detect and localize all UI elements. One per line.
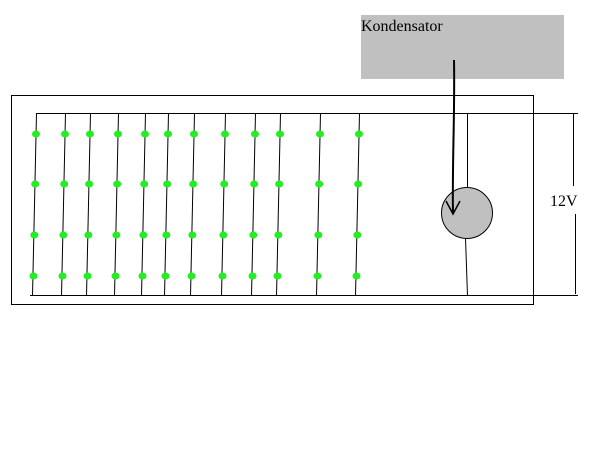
led-column-wire [86, 112, 91, 297]
led [190, 130, 198, 138]
capacitor-symbol [441, 187, 493, 239]
pointer-arrow-head [445, 200, 461, 216]
led-column-wire [221, 112, 226, 297]
led-column-wire [355, 112, 360, 297]
led-column-wire [276, 112, 281, 297]
led-column-wire [141, 112, 146, 297]
led [275, 180, 284, 188]
voltage-label: 12V [550, 193, 578, 210]
led [83, 272, 92, 280]
led [29, 272, 38, 280]
led-column-wire [316, 112, 321, 297]
led [313, 272, 322, 280]
led [85, 180, 94, 188]
led [187, 272, 196, 280]
led-column-wire [251, 112, 256, 297]
led-column-wire [32, 112, 37, 297]
capacitor-bottom-lead [465, 237, 468, 297]
led [114, 130, 122, 138]
led [59, 231, 68, 239]
led [32, 130, 40, 138]
led [316, 130, 324, 138]
led [352, 272, 361, 280]
led [248, 272, 257, 280]
led [111, 272, 120, 280]
led-column-wire [164, 112, 169, 297]
led [139, 231, 148, 239]
led [163, 180, 172, 188]
led [58, 272, 67, 280]
led [221, 130, 229, 138]
led-column-wire [114, 112, 119, 297]
led [249, 231, 258, 239]
led [219, 231, 228, 239]
led [276, 130, 284, 138]
led [61, 130, 69, 138]
led [251, 130, 259, 138]
led [164, 130, 172, 138]
pointer-arrow [451, 59, 456, 214]
board-frame [11, 95, 534, 305]
led-column-wire [61, 112, 66, 297]
led [84, 231, 93, 239]
led [112, 231, 121, 239]
led [189, 180, 198, 188]
led [141, 130, 149, 138]
led-column-wire [190, 112, 195, 297]
led [30, 231, 39, 239]
led [353, 231, 362, 239]
led [274, 231, 283, 239]
led [273, 272, 282, 280]
led [86, 130, 94, 138]
led [218, 272, 227, 280]
led [314, 231, 323, 239]
led [355, 130, 363, 138]
kondensator-label-box [361, 15, 564, 79]
led [315, 180, 324, 188]
led [188, 231, 197, 239]
led [250, 180, 259, 188]
kondensator-label: Kondensator [361, 18, 443, 35]
led [140, 180, 149, 188]
led [113, 180, 122, 188]
led [220, 180, 229, 188]
led [138, 272, 147, 280]
led [60, 180, 69, 188]
led [161, 272, 170, 280]
led-grid [29, 112, 363, 297]
led [162, 231, 171, 239]
led [31, 180, 40, 188]
led [354, 180, 363, 188]
